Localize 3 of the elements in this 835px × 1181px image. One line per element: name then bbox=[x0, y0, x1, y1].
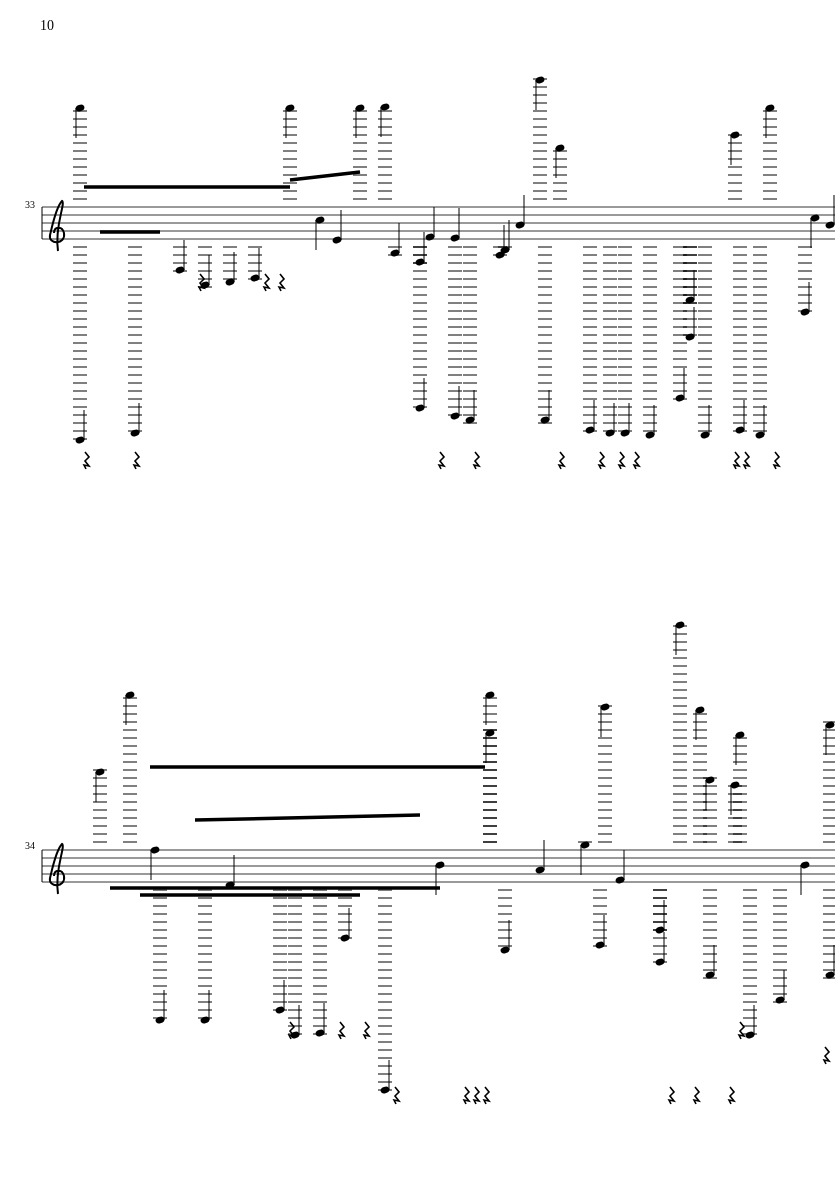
measure-number: 34 bbox=[25, 841, 35, 851]
page-number: 10 bbox=[40, 19, 54, 33]
measure-number: 33 bbox=[25, 200, 35, 210]
